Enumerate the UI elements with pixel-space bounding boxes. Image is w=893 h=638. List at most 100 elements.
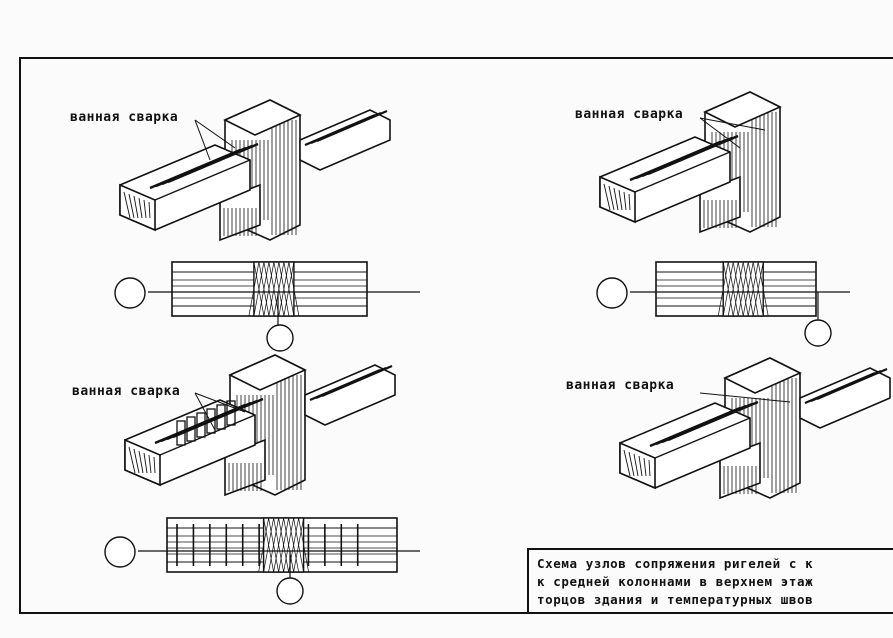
node-top-right-beam-end-texture [628, 193, 631, 211]
node-bottom-left-beam-end-texture [133, 448, 140, 474]
node-top-left-right-rebar [316, 109, 388, 143]
plan-top-left-joint-hatch [253, 261, 265, 317]
node-top-left-beam-end-texture [143, 199, 147, 219]
plan-bottom-left-joint-hatch [268, 517, 279, 573]
plan-top-left-joint-hatch [263, 261, 275, 317]
axis-bubble [596, 277, 628, 309]
plan-top-right-joint-hatch [742, 261, 754, 317]
weld-label-bottom-right: ванная сварка [566, 378, 675, 393]
weld-label-top-left: ванная сварка [70, 110, 179, 125]
title-line-1: Схема узлов сопряжения ригелей с к [537, 556, 814, 571]
node-top-left-beam-end-texture [138, 197, 143, 219]
node-top-left-column-top [223, 99, 302, 136]
axis-bubble [104, 536, 136, 568]
node-bottom-left-column-top [228, 354, 307, 391]
node-top-right-column-top [703, 91, 782, 128]
plan-top-right-joint-hatch [732, 261, 744, 317]
plan-bottom-left-joint-hatch [263, 517, 274, 573]
plan-top-left-joint-hatch [248, 261, 260, 317]
node-bottom-left-right-rebar [321, 364, 393, 398]
node-bottom-right-beam-edge [654, 417, 751, 459]
node-bottom-right-right-beam [799, 367, 891, 429]
node-bottom-left-stirrup [176, 420, 186, 446]
node-bottom-left-stirrup [216, 404, 226, 430]
plan-bottom-left-joint-hatch [288, 517, 299, 573]
plan-top-left-joint-hatch [273, 261, 285, 317]
node-top-right-beam-end [599, 175, 636, 224]
plan-top-right-joint-hatch [717, 261, 729, 317]
node-top-right-beam-end-texture [608, 185, 615, 211]
leader-line [194, 119, 211, 161]
node-bottom-left-beam-end-texture [148, 454, 152, 474]
node-bottom-right-beam-end-texture [628, 451, 635, 477]
node-top-left-right-beam [299, 109, 391, 171]
plan-bottom-left-joint-hatch [273, 517, 284, 573]
node-bottom-left-stirrup [186, 416, 196, 442]
node-top-left-beam-end-texture [133, 195, 139, 219]
node-bottom-left-right-beam [304, 364, 396, 426]
node-bottom-left-stirrup [196, 412, 206, 438]
plan-top-left-joint-hatch [278, 261, 290, 317]
node-top-right-beam-edge [634, 151, 731, 193]
plan-bottom-left-joint-hatch [293, 517, 304, 573]
node-top-left-beam-end-texture [148, 201, 151, 219]
node-bottom-right-beam-end-texture [623, 449, 631, 477]
node-bottom-right-column-top [723, 357, 802, 394]
node-bottom-left-beam-end-texture [128, 446, 136, 474]
leader-line [699, 117, 766, 131]
plan-top-right-joint-hatch [737, 261, 749, 317]
leader-line [194, 119, 236, 149]
node-bottom-left-beam-end-texture [153, 456, 156, 474]
plan-top-left-joint-hatch [268, 261, 280, 317]
node-top-left-beam-end [119, 183, 156, 232]
plan-top-right-joint-hatch [752, 261, 764, 317]
plan-top-right-joint-hatch [722, 261, 734, 317]
node-bottom-right-beam-end-texture [648, 459, 651, 477]
axis-bubble [276, 577, 304, 605]
weld-label-bottom-left: ванная сварка [72, 384, 181, 399]
node-bottom-left-stirrup [206, 408, 216, 434]
node-top-left-beam-edge [154, 159, 251, 201]
node-top-right-beam-end-texture [613, 187, 619, 211]
plan-top-right-joint-hatch [727, 261, 739, 317]
title-block: Схема узлов сопряжения ригелей с к к сре… [527, 548, 893, 612]
node-bottom-right-beam-end-texture [633, 453, 639, 477]
node-bottom-left-rebar [172, 397, 264, 439]
title-line-2: к средней колоннами в верхнем этаж [537, 574, 814, 589]
plan-top-right-joint-hatch [747, 261, 759, 317]
node-top-right-beam-end-texture [623, 191, 627, 211]
plan-bottom-left-joint-hatch [278, 517, 289, 573]
plan-bottom-left-joint-hatch [283, 517, 294, 573]
node-bottom-right-beam-end [619, 441, 656, 490]
node-top-left-beam-end-texture [128, 193, 135, 219]
node-bottom-right-beam-end-texture [643, 457, 647, 477]
node-bottom-left-beam-end [124, 438, 161, 487]
weld-label-top-right: ванная сварка [575, 107, 684, 122]
node-top-left-beam-end-texture [123, 191, 131, 219]
plan-top-right-joint-hatch [757, 261, 769, 317]
node-bottom-left-stirrup [226, 400, 236, 426]
leader-line [194, 392, 216, 431]
node-bottom-left-beam-end-texture [138, 450, 144, 474]
leader-line [194, 392, 246, 413]
node-top-right-rebar [647, 134, 739, 176]
node-bottom-left-beam-end-texture [143, 452, 148, 474]
node-top-left-rebar [167, 142, 259, 184]
title-line-3: торцов здания и температурных швов [537, 592, 814, 607]
node-bottom-right-rebar [667, 400, 759, 442]
node-top-right-beam-end-texture [603, 183, 611, 211]
plan-top-left-joint-hatch [288, 261, 300, 317]
node-bottom-right-right-rebar [816, 367, 888, 401]
axis-bubble [804, 319, 832, 347]
axis-bubble [266, 324, 294, 352]
plan-bottom-left-joint-hatch [298, 517, 309, 573]
node-top-right-beam-end-texture [618, 189, 623, 211]
plan-bottom-left-joint-hatch [258, 517, 269, 573]
node-bottom-right-beam-end-texture [638, 455, 643, 477]
axis-bubble [114, 277, 146, 309]
plan-top-left-joint-hatch [258, 261, 270, 317]
node-bottom-left-beam-edge [159, 414, 256, 456]
leader-line [699, 392, 791, 403]
